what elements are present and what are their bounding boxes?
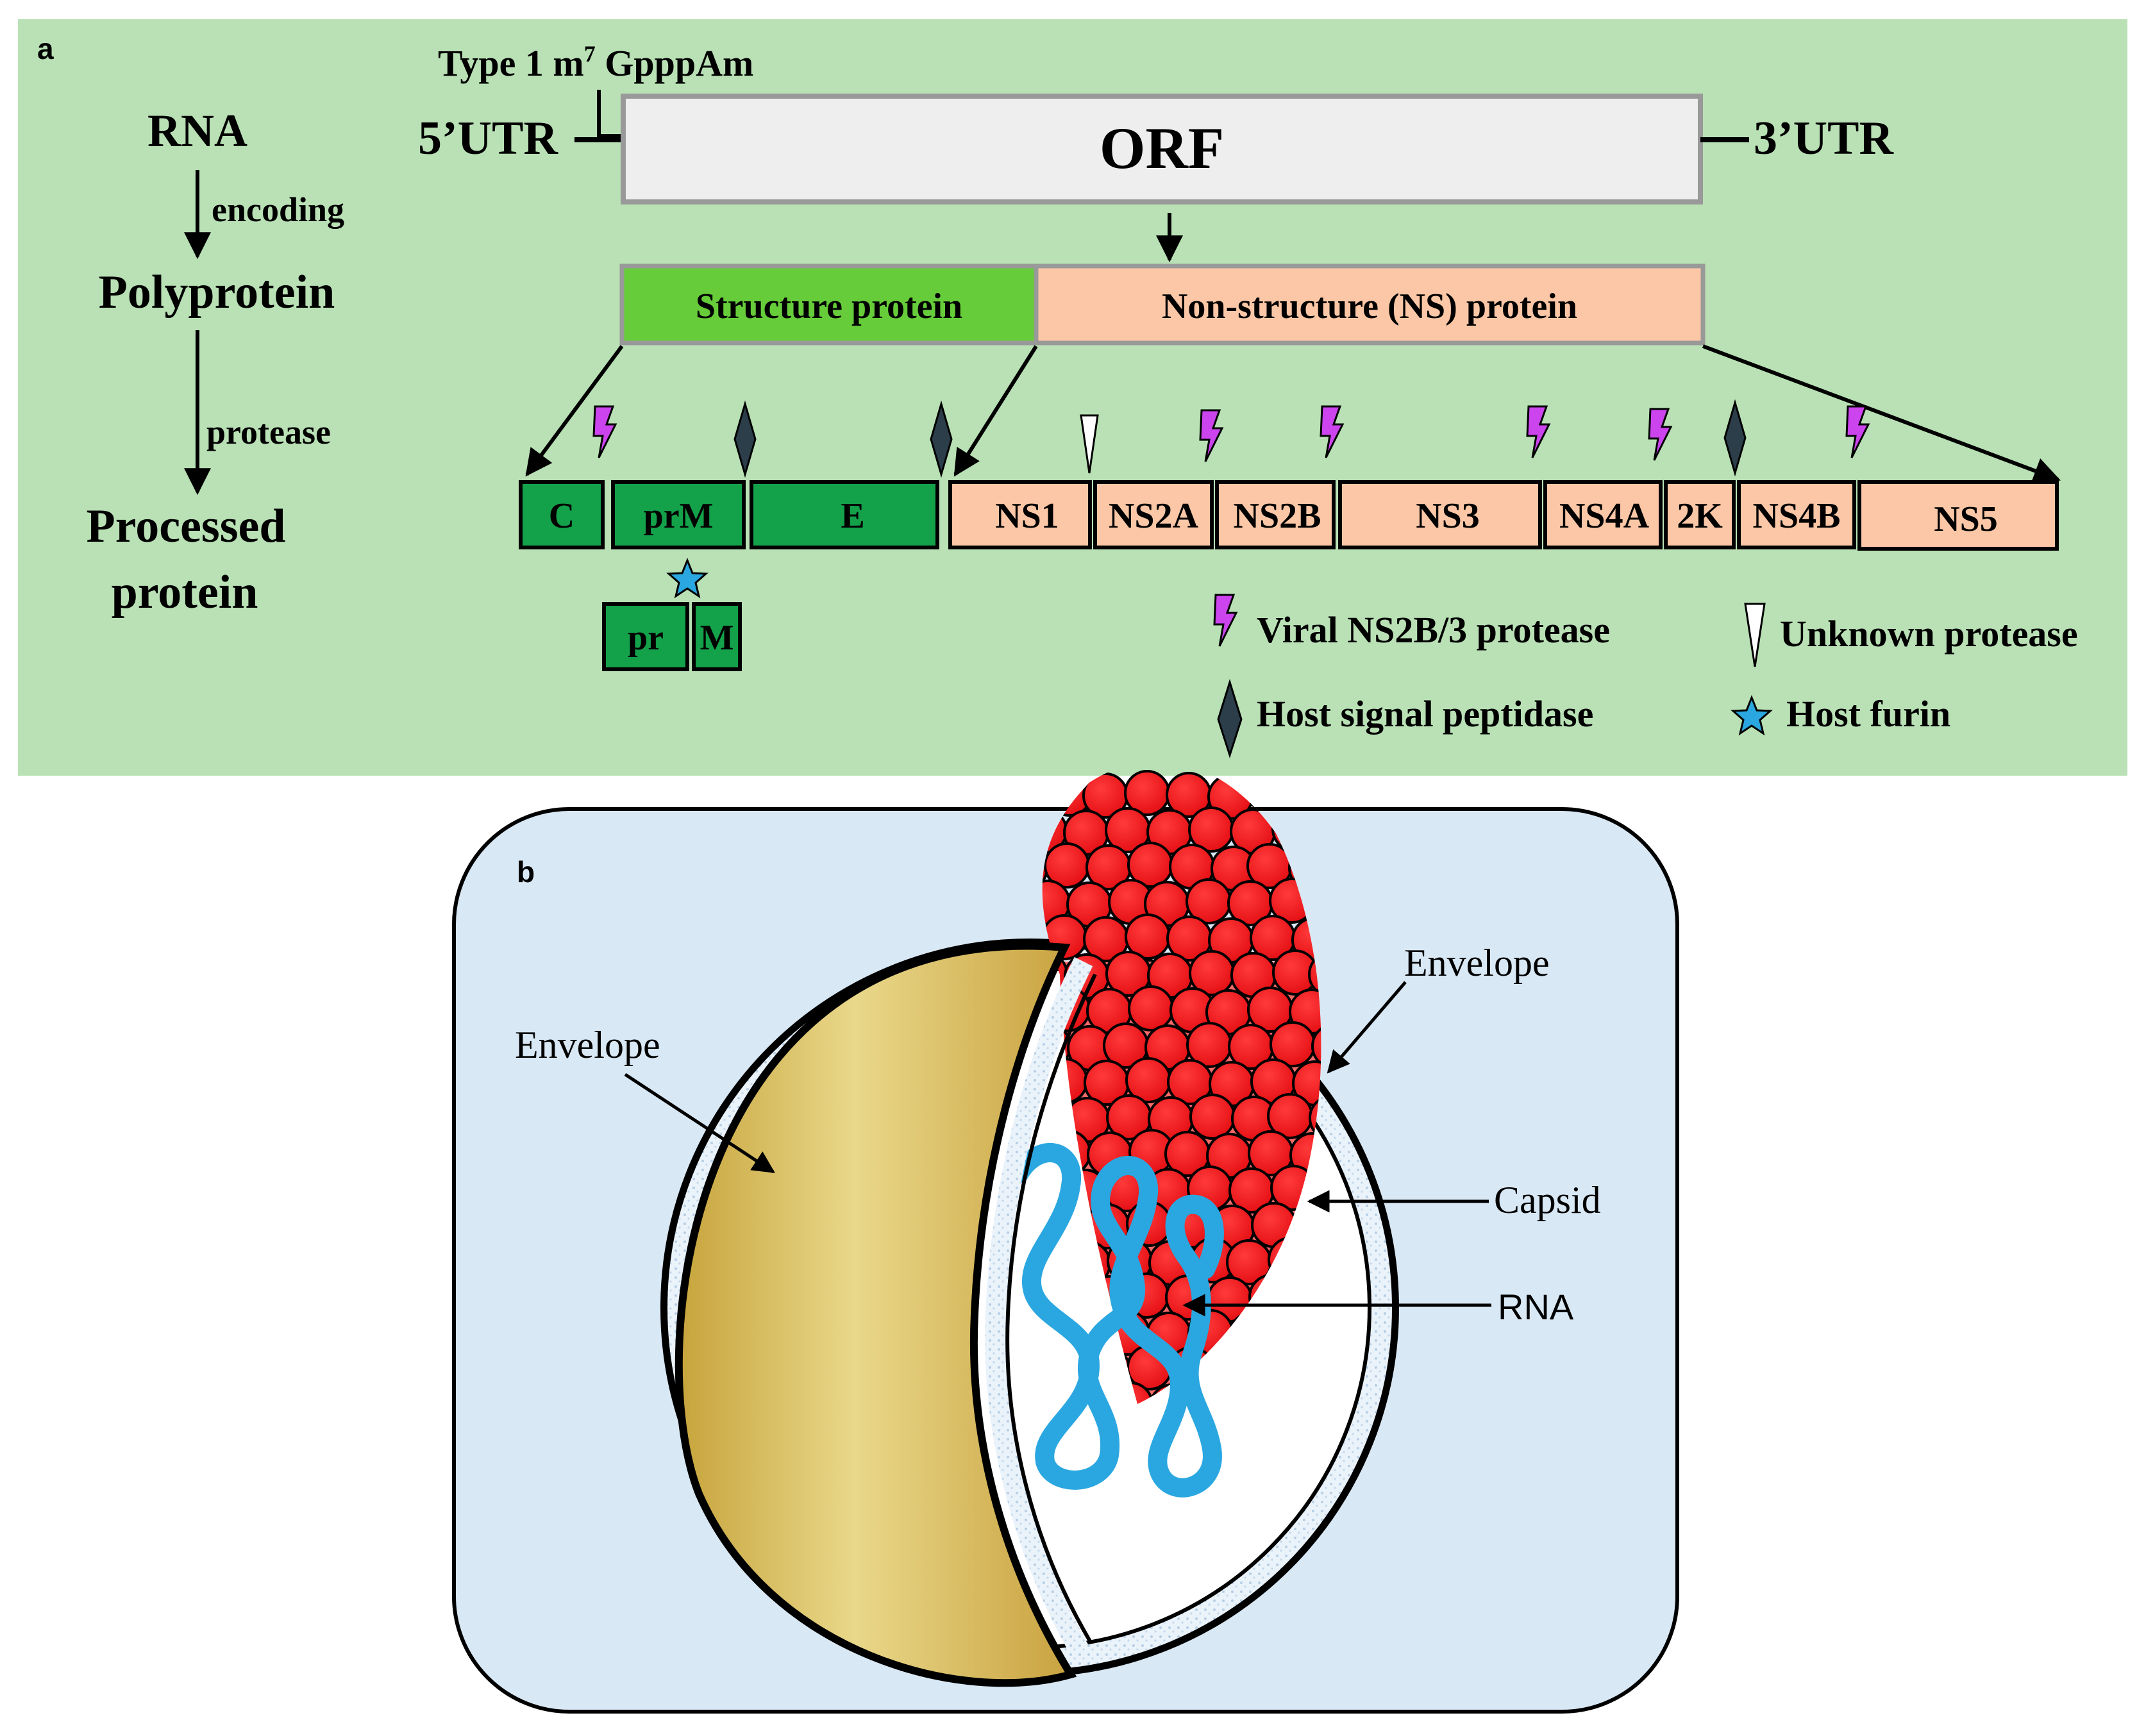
lightning-icon [1199,409,1224,462]
lightning-icon [1845,405,1870,458]
nonstructure-protein-box [1034,263,1706,346]
protein-box-ns5 [1857,480,2059,551]
legend-viral-protease: Viral NS2B/3 protease [1257,609,1610,651]
cut-edge-outer [970,946,1074,1676]
diamond-icon [733,400,757,478]
utr3-label: 3’UTR [1754,112,1894,165]
protein-label-m: M [700,618,734,658]
panel-a-label: a [37,32,54,65]
protein-box-ns1 [948,480,1092,549]
capsid-subunit [1189,1094,1236,1140]
legend-diamond-icon [1217,678,1243,758]
expand-arrow-structure [525,345,624,477]
flow-encoding-label: encoding [212,190,344,229]
flow-polyprotein-label: Polyprotein [99,266,335,319]
legend-star-icon [1731,694,1773,736]
cap-structure-label: Type 1 m7 GpppAm [438,41,753,84]
orf-box [621,94,1703,204]
diamond-icon [1723,399,1747,477]
signal-peptidase-sites [733,399,1747,478]
legend-triangle-icon [1744,603,1766,667]
protein-box-ns3 [1338,480,1542,549]
lightning-icon [1648,408,1673,461]
protein-label-prm: prM [644,496,714,536]
envelope-label-left: Envelope [515,1024,660,1066]
structure-protein-label: Structure protein [696,287,962,326]
flow-processed-label-2: protein [112,566,258,619]
legend-signal-peptidase: Host signal peptidase [1257,693,1593,735]
protein-box-c [519,480,605,549]
protein-label-ns1: NS1 [995,496,1059,536]
nonstructure-protein-label: Non-structure (NS) protein [1162,287,1577,326]
protein-box-ns4b [1737,480,1856,549]
flow-rna-label: RNA [147,105,247,156]
envelope-arrow-left [624,1072,775,1174]
viral-protease-sites [592,405,1870,462]
protein-label-ns3: NS3 [1416,496,1480,536]
protein-label-ns4a: NS4A [1559,496,1650,536]
capsid-subunit [1311,1023,1321,1069]
cut-edge-membrane [985,956,1093,1663]
structure-protein-box [619,263,1039,346]
protein-box-ns2a [1093,480,1214,549]
protein-box-pr [602,602,689,671]
protein-box-prm [611,480,746,549]
protein-label-c: C [549,496,574,536]
envelope-label-right: Envelope [1404,942,1550,984]
protein-box-ns2b [1215,480,1336,549]
panel-b-label: b [517,855,535,889]
furin-star-icon [666,557,708,599]
protein-box-ns4a [1543,480,1663,549]
protein-label-ns2a: NS2A [1109,496,1199,536]
cap-marker [597,90,621,138]
flow-protease-label: protease [206,413,331,451]
flow-processed-label-1: Processed [87,500,286,553]
processed-protein-row: C prM E NS1 NS2A NS2B NS3 NS4A 2K NS4B N… [519,480,2059,551]
capsid-subunit [1128,985,1174,1031]
rna-strand [1010,1143,1224,1498]
lightning-icon [1526,405,1551,458]
diamond-icon [930,400,953,478]
utr5-label: 5’UTR [418,112,558,165]
lightning-icon [592,405,617,458]
rna-label: RNA [1498,1287,1574,1327]
protein-label-ns5: NS5 [1934,499,1998,539]
orf-label: ORF [1100,115,1224,181]
expand-arrow-ns-end [1702,344,2061,484]
protein-box-e [750,480,939,549]
protein-label-ns4b: NS4B [1753,496,1841,536]
legend-host-furin: Host furin [1786,693,1950,735]
envelope-arrow-right [1327,981,1407,1074]
legend-unknown-protease: Unknown protease [1780,613,2078,655]
legend: Viral NS2B/3 protease Host signal peptid… [1213,594,2078,758]
capsid-label: Capsid [1494,1179,1601,1221]
expand-arrow-ns-start [953,345,1038,477]
protein-label-ns2b: NS2B [1234,496,1321,536]
unknown-protease-triangle-icon [1080,414,1099,474]
cut-edge-inner [1005,973,1097,1642]
legend-lightning-icon [1213,594,1238,647]
lightning-icon [1320,405,1345,458]
protein-box-m [692,602,742,671]
protein-label-2k: 2K [1677,496,1723,536]
protein-label-pr: pr [628,618,664,658]
protein-label-e: E [841,496,864,536]
protein-box-2k [1664,480,1736,549]
